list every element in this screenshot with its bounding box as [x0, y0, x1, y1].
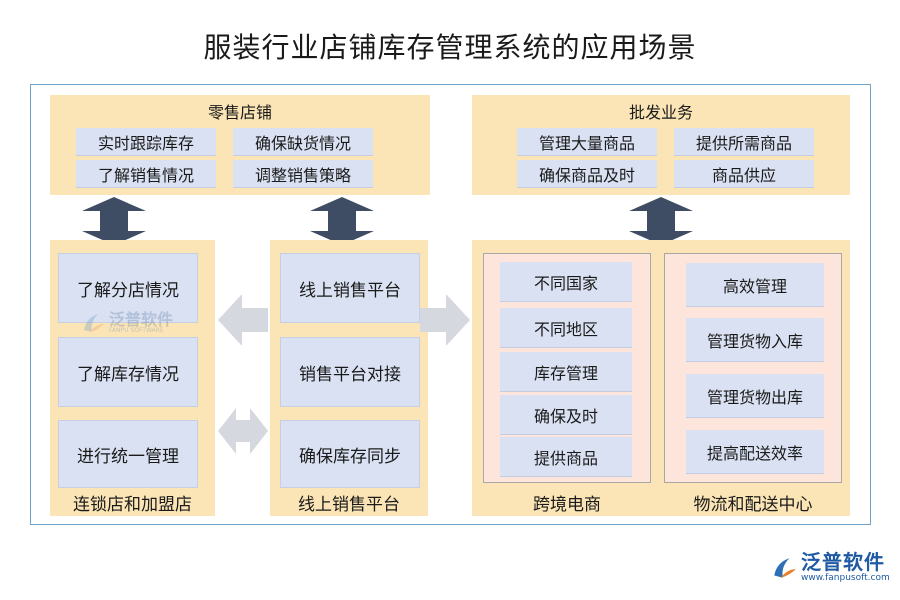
fanpu-logo-icon — [84, 314, 104, 332]
chain-item: 了解分店情况 — [58, 253, 198, 323]
diagram-frame — [30, 84, 871, 525]
retail-item: 调整销售策略 — [233, 160, 373, 188]
logistics-footer: 物流和配送中心 — [693, 495, 813, 515]
chain-footer: 连锁店和加盟店 — [73, 495, 192, 515]
brand-logo: 泛普软件 www.fanpusoft.com — [770, 552, 890, 583]
online-item: 线上销售平台 — [280, 253, 420, 323]
double-arrow-icon — [629, 197, 693, 245]
wholesale-item: 管理大量商品 — [517, 128, 657, 156]
retail-title: 零售店铺 — [207, 103, 272, 122]
wholesale-title: 批发业务 — [628, 103, 693, 122]
logistics-item: 管理货物出库 — [686, 374, 824, 418]
online-item: 销售平台对接 — [280, 337, 420, 407]
logistics-item: 提高配送效率 — [686, 430, 824, 474]
crossborder-item: 确保及时 — [500, 395, 632, 435]
crossborder-item: 不同国家 — [500, 262, 632, 302]
retail-item: 实时跟踪库存 — [76, 128, 216, 156]
logistics-item: 高效管理 — [686, 263, 824, 307]
brand-name: 泛普软件 — [801, 550, 885, 574]
double-arrow-icon — [218, 408, 268, 454]
crossborder-item: 不同地区 — [500, 308, 632, 348]
chain-item: 了解库存情况 — [58, 337, 198, 407]
logistics-item: 管理货物入库 — [686, 318, 824, 362]
watermark-brand-en: FANPU SOFTWARE — [109, 327, 164, 334]
crossborder-footer: 跨境电商 — [533, 495, 601, 515]
brand-url: www.fanpusoft.com — [801, 573, 890, 583]
watermark-brand: 泛普软件 — [109, 310, 174, 329]
right-arrow-icon — [420, 294, 470, 346]
retail-item: 了解销售情况 — [76, 160, 216, 188]
page-title: 服装行业店铺库存管理系统的应用场景 — [203, 31, 697, 64]
wholesale-item: 确保商品及时 — [517, 160, 657, 188]
online-footer: 线上销售平台 — [298, 495, 400, 515]
online-item: 确保库存同步 — [280, 420, 420, 488]
wholesale-item: 商品供应 — [674, 160, 814, 188]
retail-item: 确保缺货情况 — [233, 128, 373, 156]
left-arrow-icon — [218, 294, 268, 346]
double-arrow-icon — [310, 197, 374, 245]
double-arrow-icon — [82, 197, 146, 245]
fanpu-logo-icon — [774, 557, 796, 578]
watermark-faded: 泛普软件 FANPU SOFTWARE — [80, 310, 173, 336]
crossborder-item: 提供商品 — [500, 437, 632, 477]
chain-item: 进行统一管理 — [58, 420, 198, 488]
wholesale-item: 提供所需商品 — [674, 128, 814, 156]
crossborder-item: 库存管理 — [500, 352, 632, 392]
